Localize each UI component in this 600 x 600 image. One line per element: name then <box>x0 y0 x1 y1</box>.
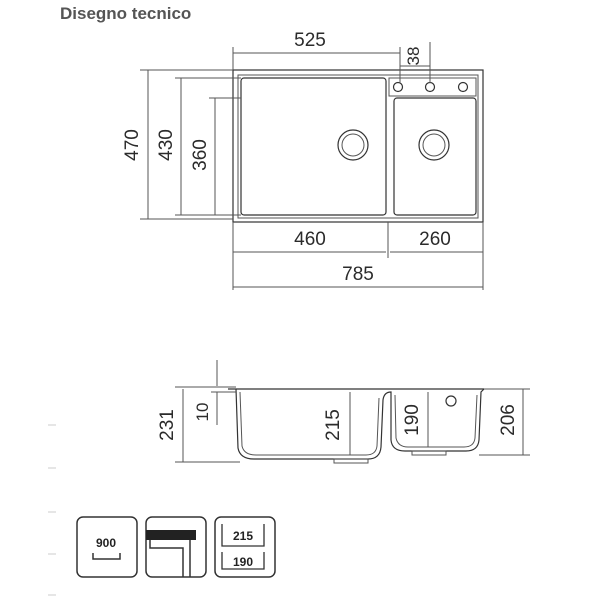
sink-outline <box>232 69 484 223</box>
drain-right-side <box>411 450 447 456</box>
page-title: Disegno tecnico <box>60 4 192 23</box>
drain-left-side <box>333 458 369 464</box>
dim-height-470: 470 <box>122 129 143 161</box>
dim-depth-190: 190 <box>402 404 423 436</box>
tap-hole-center <box>424 81 436 93</box>
dim-rim-10: 10 <box>193 403 212 422</box>
dim-total-width-785: 785 <box>342 264 374 285</box>
dim-bowl-left-460: 460 <box>294 229 326 250</box>
side-view: 231 10 215 190 206 <box>157 360 530 464</box>
left-bowl <box>240 77 387 216</box>
undermount-icon <box>145 516 207 578</box>
bowl-depth-top-label: 215 <box>233 529 253 543</box>
dim-height-231: 231 <box>157 409 178 441</box>
top-view: 525 38 460 260 785 470 430 360 <box>122 30 484 290</box>
dim-width-525: 525 <box>294 30 326 51</box>
dim-height-430: 430 <box>156 129 177 161</box>
dim-height-360: 360 <box>190 139 211 171</box>
drain-right <box>418 129 450 161</box>
cabinet-size-icon: 900 <box>76 516 138 578</box>
dim-bowl-right-260: 260 <box>419 229 451 250</box>
bowl-profile <box>235 388 485 460</box>
dim-height-206: 206 <box>498 404 519 436</box>
cabinet-size-label: 900 <box>96 536 116 550</box>
right-bowl <box>393 97 477 216</box>
overflow-hole <box>445 395 457 407</box>
tap-deck <box>388 77 477 97</box>
dim-tap-offset-38: 38 <box>404 47 423 66</box>
tap-hole-right <box>457 81 469 93</box>
margin-markers <box>48 424 56 596</box>
bowl-depth-bottom-label: 190 <box>233 555 253 569</box>
sink-inner-rim <box>237 74 479 219</box>
drain-left <box>337 129 369 161</box>
dim-depth-215: 215 <box>323 409 344 441</box>
tap-hole-left <box>392 81 404 93</box>
bowl-depth-icon: 215 190 <box>214 516 276 578</box>
